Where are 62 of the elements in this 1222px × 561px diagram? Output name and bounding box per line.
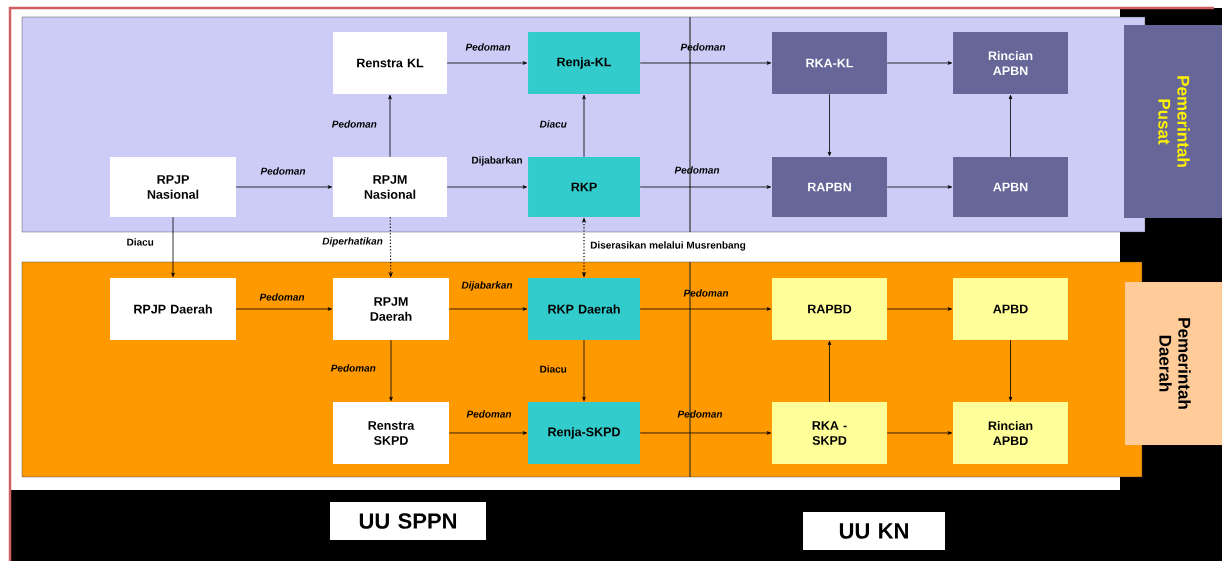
arrow — [886, 61, 953, 65]
budget-box: APBD — [953, 278, 1068, 340]
plan-box: RPJP Daerah — [110, 278, 236, 340]
arrow — [448, 307, 528, 311]
side-label-box: Pemerintah Pusat — [1124, 25, 1222, 218]
budget-box: APBN — [953, 157, 1068, 217]
edge-label: Pedoman — [465, 43, 511, 51]
arrow — [639, 61, 772, 65]
arrow — [582, 94, 586, 158]
edge-label: Pedoman — [680, 43, 726, 51]
budget-box: RAPBD — [772, 278, 887, 340]
arrow — [827, 93, 832, 157]
plan-box: Renja-KL — [528, 32, 640, 94]
edge-label: Pedoman — [466, 410, 512, 418]
edge-label: Pedoman — [260, 167, 306, 175]
plan-box: Renstra KL — [333, 32, 447, 94]
edge-label: Pedoman — [332, 120, 377, 128]
law-box: UU SPPN — [330, 502, 486, 540]
arrow — [582, 339, 586, 402]
plan-box: Renja-SKPD — [528, 402, 640, 464]
arrow — [235, 185, 333, 189]
arrow — [639, 185, 772, 189]
arrow — [171, 216, 175, 278]
plan-box: RKP Daerah — [528, 278, 640, 340]
edge-label: Pedoman — [677, 410, 723, 418]
budget-box: RKA-KL — [772, 32, 887, 94]
arrow — [235, 307, 333, 311]
plan-box: RKP — [528, 157, 640, 217]
arrow — [389, 339, 393, 402]
plan-box: RPJM Nasional — [333, 157, 447, 217]
edge-label: Diacu — [540, 365, 567, 373]
arrow — [639, 431, 772, 435]
arrow — [886, 431, 953, 435]
edge-label: Dijabarkan — [472, 156, 522, 166]
arrow — [827, 340, 832, 403]
arrow — [886, 307, 953, 311]
edge-label: Dijabarkan — [461, 281, 513, 291]
arrow — [446, 185, 528, 189]
arrow — [1008, 339, 1013, 402]
edge-label: Pedoman — [331, 364, 376, 372]
budget-box: RAPBN — [772, 157, 887, 217]
arrow — [886, 185, 953, 189]
edge-label: Pedoman — [674, 166, 720, 174]
edge-label: Diacu — [127, 238, 154, 246]
edge-label: Diperhatikan — [322, 237, 383, 247]
arrow — [639, 307, 772, 311]
law-box: UU KN — [803, 512, 945, 550]
budget-box: Rincian APBN — [953, 32, 1068, 94]
budget-box: Rincian APBD — [953, 402, 1068, 464]
side-label-box: Pemerintah Daerah — [1125, 282, 1222, 445]
arrow — [1008, 94, 1013, 158]
plan-box: RPJP Nasional — [110, 157, 236, 217]
arrow — [388, 94, 392, 158]
arrow — [446, 61, 528, 65]
plan-box: RPJM Daerah — [333, 278, 449, 340]
edge-label: Pedoman — [259, 293, 305, 301]
edge-label: Diserasikan melalui Musrenbang — [590, 241, 746, 251]
edge-label: Diacu — [539, 120, 567, 128]
plan-box: Renstra SKPD — [333, 402, 449, 464]
budget-box: RKA - SKPD — [772, 402, 887, 464]
arrow — [448, 431, 528, 435]
edge-label: Pedoman — [683, 289, 729, 297]
